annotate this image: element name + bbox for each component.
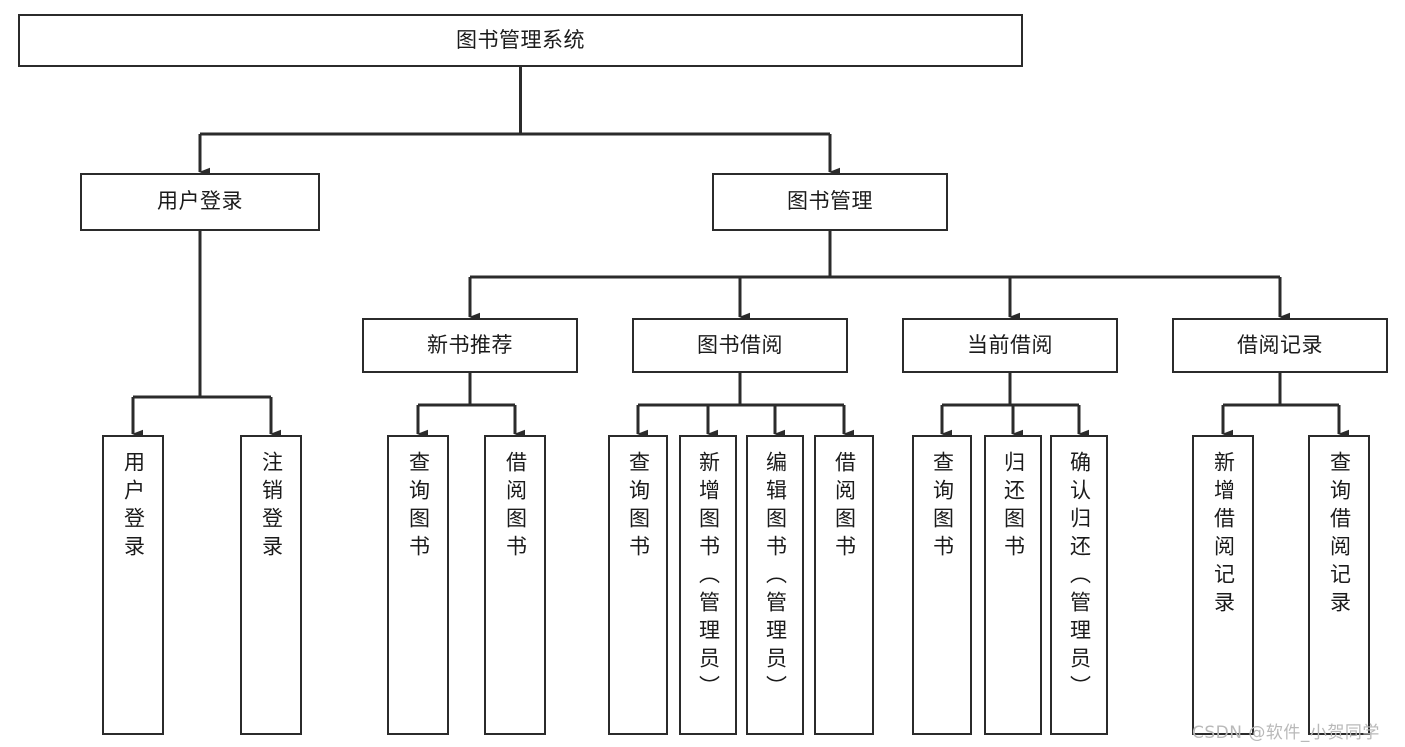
node-label: 图书管理系统: [456, 27, 585, 52]
node-label: 查询图书: [930, 451, 955, 563]
node-login[interactable]: 用户登录: [80, 173, 320, 231]
node-c-confirm[interactable]: 确认归还（管理员）: [1050, 435, 1108, 735]
node-b-add[interactable]: 新增图书（管理员）: [679, 435, 737, 735]
node-userlogin[interactable]: 用户登录: [102, 435, 164, 735]
node-nr-query[interactable]: 查询图书: [387, 435, 449, 735]
node-logout[interactable]: 注销登录: [240, 435, 302, 735]
node-records[interactable]: 借阅记录: [1172, 318, 1388, 373]
node-b-query[interactable]: 查询图书: [608, 435, 668, 735]
node-label: 归还图书: [1001, 451, 1026, 563]
node-c-query[interactable]: 查询图书: [912, 435, 972, 735]
node-b-edit[interactable]: 编辑图书（管理员）: [746, 435, 804, 735]
node-label: 用户登录: [121, 451, 146, 563]
node-r-query[interactable]: 查询借阅记录: [1308, 435, 1370, 735]
node-label: 查询图书: [626, 451, 651, 563]
node-label: 查询图书: [406, 451, 431, 563]
node-label: 借阅图书: [503, 451, 528, 563]
node-r-add[interactable]: 新增借阅记录: [1192, 435, 1254, 735]
node-label: 编辑图书（管理员）: [763, 451, 788, 703]
connector-lines: [131, 67, 1349, 439]
node-c-return[interactable]: 归还图书: [984, 435, 1042, 735]
node-current[interactable]: 当前借阅: [902, 318, 1118, 373]
node-nr-borrow[interactable]: 借阅图书: [484, 435, 546, 735]
node-bookmgmt[interactable]: 图书管理: [712, 173, 948, 231]
node-label: 当前借阅: [967, 332, 1053, 357]
node-label: 用户登录: [157, 189, 243, 214]
node-root[interactable]: 图书管理系统: [18, 14, 1023, 67]
node-label: 借阅图书: [832, 451, 857, 563]
node-newrec[interactable]: 新书推荐: [362, 318, 578, 373]
node-label: 确认归还（管理员）: [1067, 451, 1092, 703]
node-label: 图书管理: [787, 189, 873, 214]
node-b-lend[interactable]: 借阅图书: [814, 435, 874, 735]
node-borrow[interactable]: 图书借阅: [632, 318, 848, 373]
node-label: 借阅记录: [1237, 332, 1323, 357]
node-label: 新增图书（管理员）: [696, 451, 721, 703]
node-label: 查询借阅记录: [1327, 451, 1352, 619]
node-label: 新增借阅记录: [1211, 451, 1236, 619]
node-label: 新书推荐: [427, 332, 513, 357]
node-label: 图书借阅: [697, 332, 783, 357]
node-label: 注销登录: [259, 451, 284, 563]
